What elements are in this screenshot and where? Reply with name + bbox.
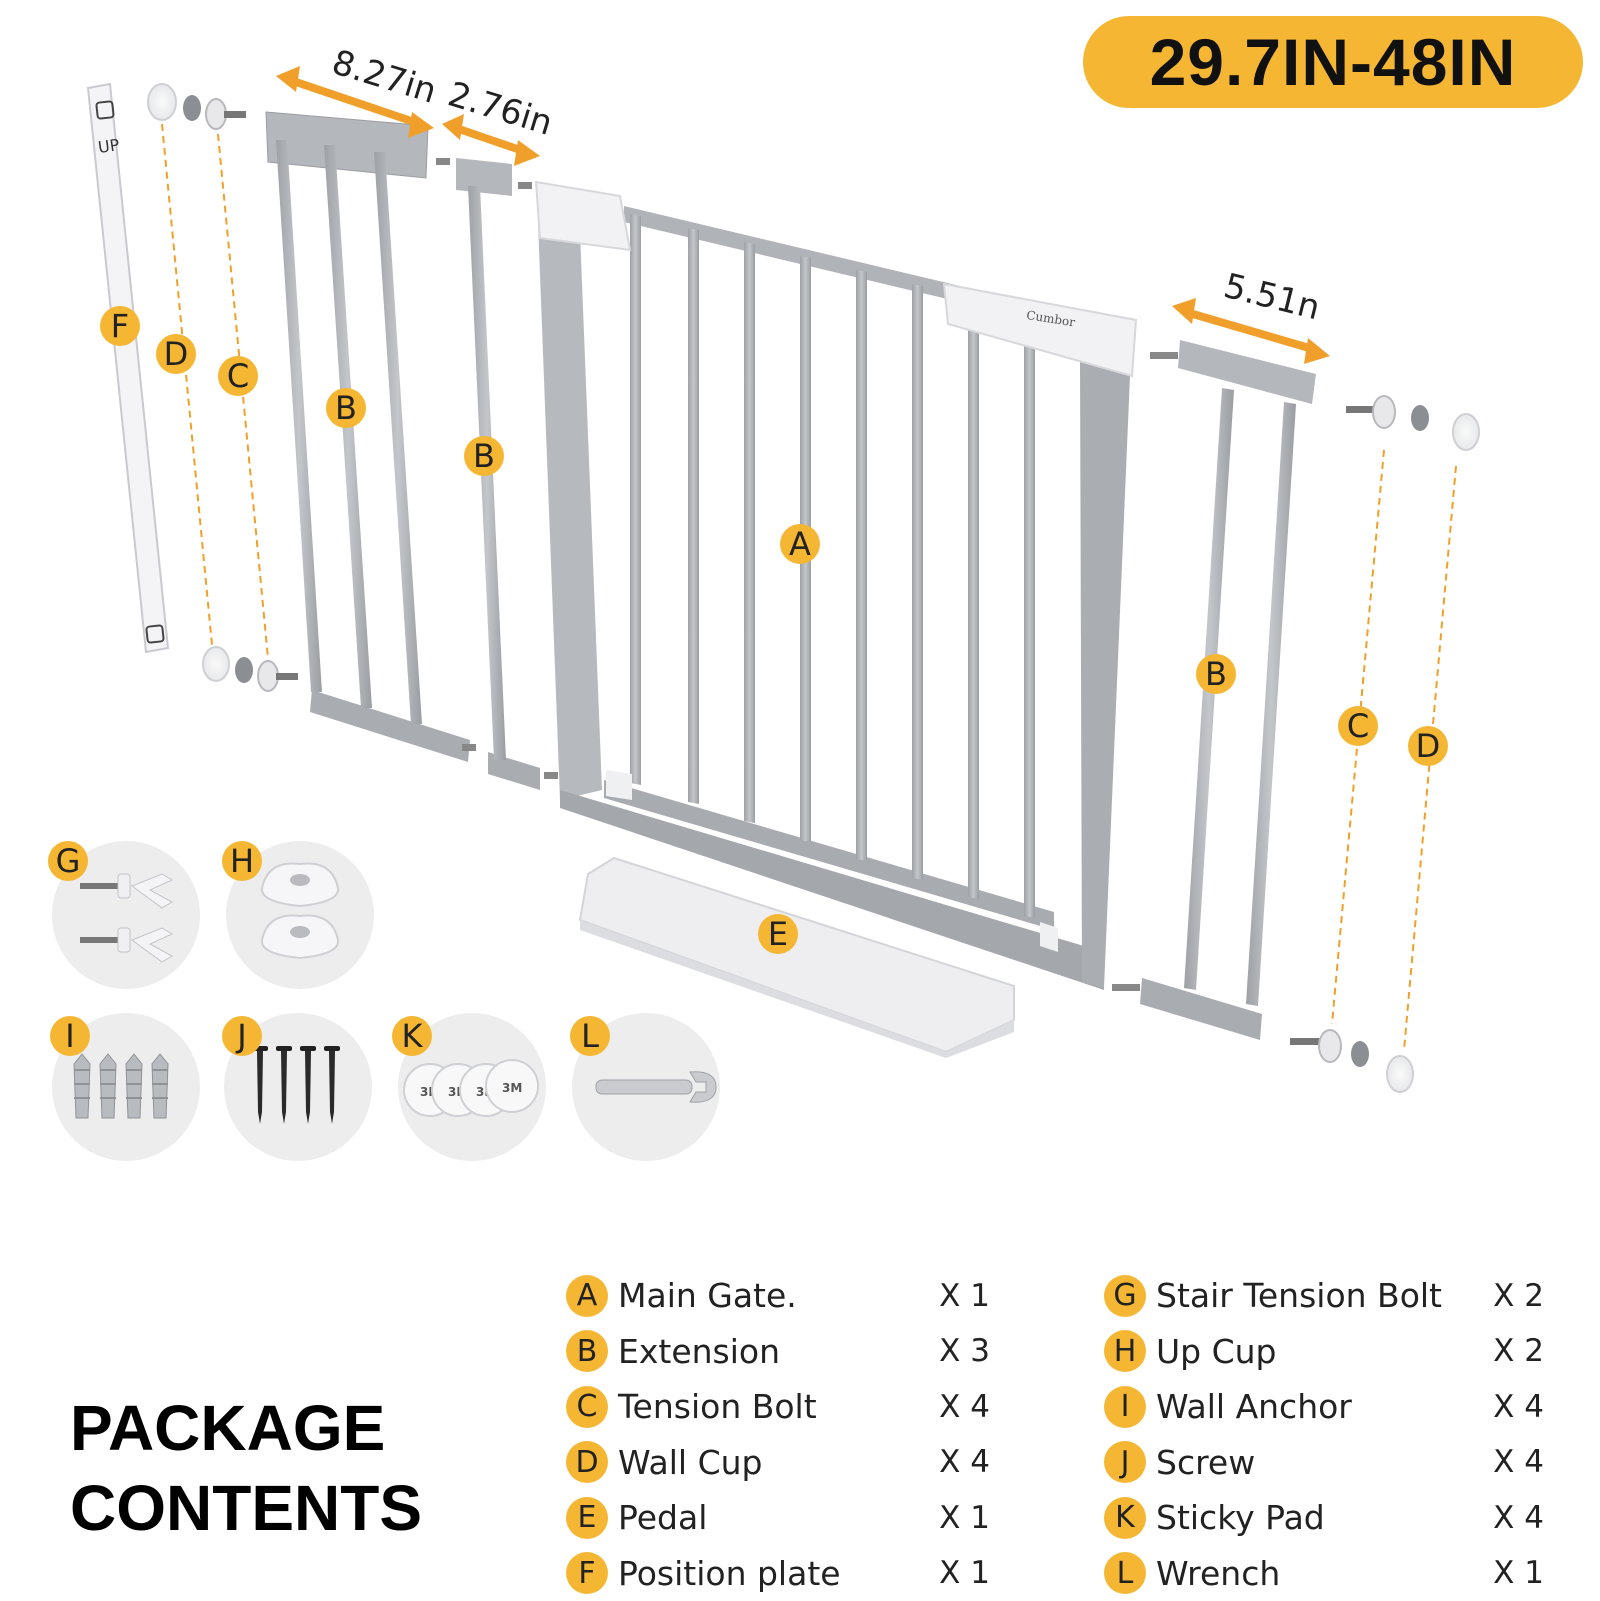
screw xyxy=(324,1046,340,1051)
diagram-badge-letter: F xyxy=(111,307,129,345)
item-quantity: X 1 xyxy=(939,1278,990,1314)
diagram-badge-letter: B xyxy=(473,437,495,475)
item-letter-badge: G xyxy=(1104,1275,1146,1317)
diagram-badge-letter: G xyxy=(56,842,81,880)
page-title: PACKAGE CONTENTS xyxy=(70,1388,422,1548)
gate-bar xyxy=(912,284,923,880)
diagram-badge-letter: H xyxy=(230,842,254,880)
gate-bar xyxy=(1024,346,1035,918)
wall-anchor xyxy=(74,1054,90,1118)
wall-anchor xyxy=(126,1054,142,1118)
wall-anchor xyxy=(152,1054,168,1118)
title-line-2: CONTENTS xyxy=(70,1468,422,1548)
sticky-pad-label: 3M xyxy=(502,1081,522,1095)
item-quantity: X 1 xyxy=(1493,1555,1544,1591)
item-letter-badge: C xyxy=(566,1386,608,1428)
diagram-badge-letter: A xyxy=(789,525,811,563)
item-name: Screw xyxy=(1156,1443,1255,1482)
item-name: Main Gate. xyxy=(618,1276,797,1315)
item-name: Wrench xyxy=(1156,1554,1280,1593)
item-quantity: X 3 xyxy=(939,1333,990,1369)
item-name: Pedal xyxy=(618,1498,707,1537)
contents-item-i: I Wall Anchor X 4 xyxy=(1104,1379,1544,1435)
contents-item-l: L Wrench X 1 xyxy=(1104,1546,1544,1601)
gate-bar xyxy=(630,214,641,785)
item-letter-badge: F xyxy=(566,1552,608,1594)
item-name: Stair Tension Bolt xyxy=(1156,1276,1442,1315)
contents-item-e: E Pedal X 1 xyxy=(566,1490,990,1546)
contents-item-a: A Main Gate. X 1 xyxy=(566,1268,990,1324)
item-name: Up Cup xyxy=(1156,1332,1277,1371)
item-quantity: X 1 xyxy=(939,1555,990,1591)
screw xyxy=(300,1046,316,1051)
contents-item-j: J Screw X 4 xyxy=(1104,1435,1544,1491)
contents-item-b: B Extension X 3 xyxy=(566,1324,990,1380)
diagram-badge-letter: C xyxy=(1347,707,1369,745)
gate-bar xyxy=(688,228,699,804)
screw xyxy=(276,1046,292,1051)
wall-anchor xyxy=(100,1054,116,1118)
item-quantity: X 4 xyxy=(939,1444,990,1480)
plate-up-text: UP xyxy=(97,135,121,157)
item-letter-badge: K xyxy=(1104,1497,1146,1539)
contents-list-right: G Stair Tension Bolt X 2 H Up Cup X 2 I Wall An… xyxy=(1104,1268,1544,1601)
position-plate: UP xyxy=(88,84,168,652)
exploded-gate-diagram: UP Cum xyxy=(0,0,1600,1200)
diagram-badge-letter: D xyxy=(164,335,189,373)
item-quantity: X 4 xyxy=(1493,1500,1544,1536)
diagram-badge-letter: L xyxy=(581,1017,599,1055)
diagram-badge-letter: C xyxy=(227,357,249,395)
item-name: Sticky Pad xyxy=(1156,1498,1325,1537)
dimension-label-3: 5.51n xyxy=(1220,266,1324,328)
item-letter-badge: A xyxy=(566,1275,608,1317)
right-wall-hardware xyxy=(1290,396,1479,1092)
item-letter-badge: B xyxy=(566,1330,608,1372)
item-quantity: X 4 xyxy=(1493,1444,1544,1480)
contents-item-d: D Wall Cup X 4 xyxy=(566,1435,990,1491)
item-letter-badge: J xyxy=(1104,1441,1146,1483)
item-name: Wall Anchor xyxy=(1156,1387,1352,1426)
diagram-badge-letter: D xyxy=(1416,727,1441,765)
item-letter-badge: L xyxy=(1104,1552,1146,1594)
item-name: Extension xyxy=(618,1332,780,1371)
extension-panel-large xyxy=(266,112,476,762)
contents-item-k: K Sticky Pad X 4 xyxy=(1104,1490,1544,1546)
item-quantity: X 2 xyxy=(1493,1278,1544,1314)
item-quantity: X 4 xyxy=(1493,1389,1544,1425)
item-letter-badge: E xyxy=(566,1497,608,1539)
item-letter-badge: I xyxy=(1104,1386,1146,1428)
diagram-badge-letter: B xyxy=(1205,655,1227,693)
item-quantity: X 2 xyxy=(1493,1333,1544,1369)
diagram-badge-letter: B xyxy=(335,389,357,427)
item-quantity: X 4 xyxy=(939,1389,990,1425)
contents-item-h: H Up Cup X 2 xyxy=(1104,1324,1544,1380)
sticky-pads: 3M3M3M3M xyxy=(404,1060,538,1116)
gate-bar xyxy=(856,270,867,861)
contents-list-left: A Main Gate. X 1 B Extension X 3 C Tension Bolt… xyxy=(566,1268,990,1601)
item-name: Wall Cup xyxy=(618,1443,762,1482)
item-letter-badge: D xyxy=(566,1441,608,1483)
item-letter-badge: H xyxy=(1104,1330,1146,1372)
item-quantity: X 1 xyxy=(939,1500,990,1536)
diagram-badge-letter: K xyxy=(402,1017,424,1055)
diagram-badge-letter: J xyxy=(235,1017,246,1055)
contents-item-f: F Position plate X 1 xyxy=(566,1546,990,1601)
item-name: Position plate xyxy=(618,1554,841,1593)
diagram-badge-letter: E xyxy=(768,915,788,953)
gate-bar xyxy=(744,242,755,823)
contents-item-g: G Stair Tension Bolt X 2 xyxy=(1104,1268,1544,1324)
diagram-badge-letter: I xyxy=(65,1017,74,1055)
contents-item-c: C Tension Bolt X 4 xyxy=(566,1379,990,1435)
item-name: Tension Bolt xyxy=(618,1387,817,1426)
title-line-1: PACKAGE xyxy=(70,1388,422,1468)
gate-bar xyxy=(968,330,979,899)
